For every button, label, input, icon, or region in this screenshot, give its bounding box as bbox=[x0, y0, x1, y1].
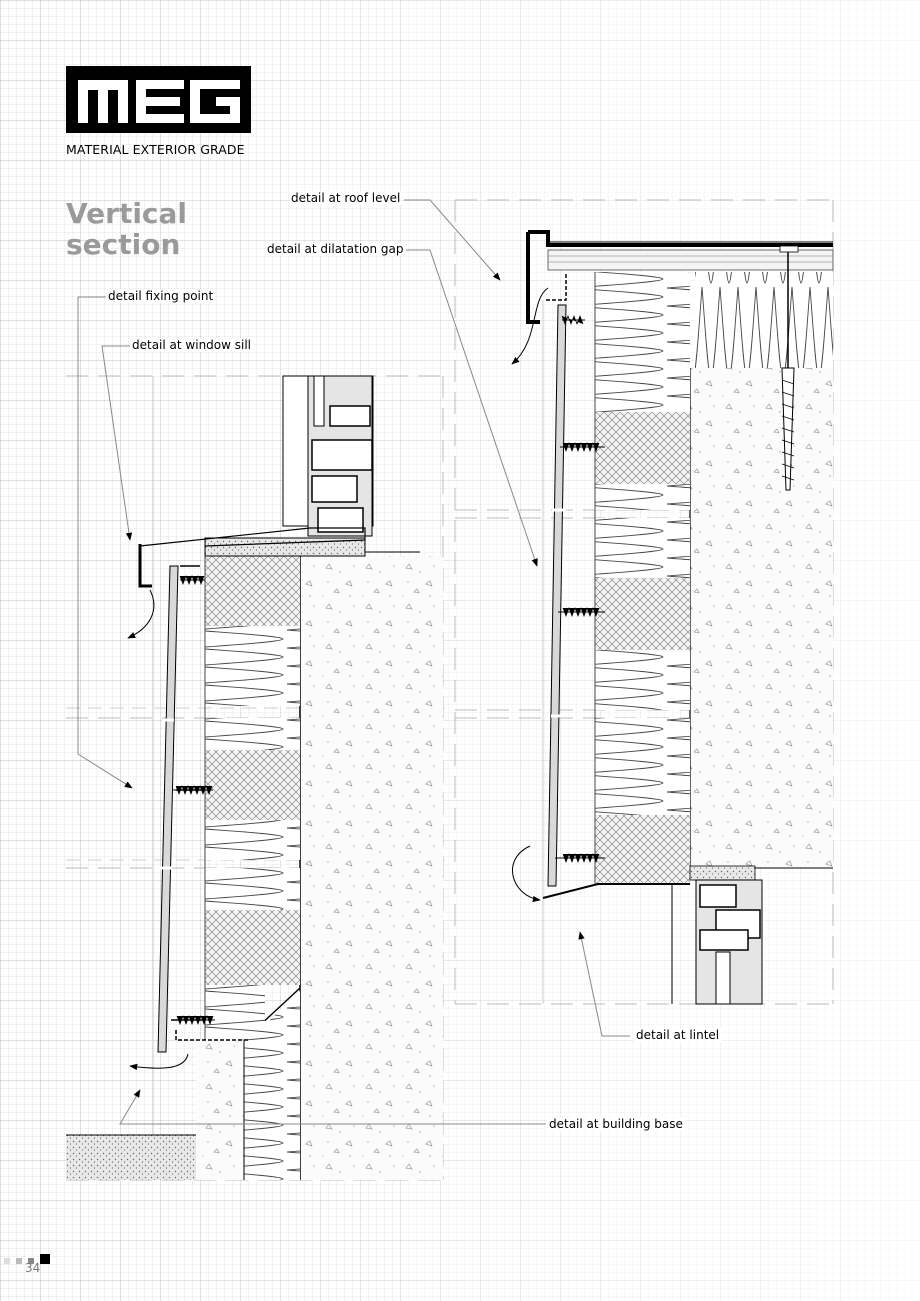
label-lintel: detail at lintel bbox=[634, 1028, 722, 1042]
label-fixing-point: detail fixing point bbox=[106, 289, 216, 303]
logo-subtitle: MATERIAL EXTERIOR GRADE bbox=[66, 142, 245, 157]
label-dilatation-gap: detail at dilatation gap bbox=[265, 242, 406, 256]
label-window-sill: detail at window sill bbox=[130, 338, 254, 352]
left-section bbox=[66, 375, 445, 1181]
page-marks bbox=[4, 1245, 56, 1264]
label-building-base: detail at building base bbox=[547, 1117, 685, 1131]
right-section bbox=[454, 199, 835, 1005]
label-roof-level: detail at roof level bbox=[289, 191, 403, 205]
page-number: 34 bbox=[25, 1261, 41, 1275]
leader-lines bbox=[77, 199, 630, 1125]
meg-logo bbox=[66, 66, 251, 133]
page-title: Vertical section bbox=[66, 197, 188, 261]
